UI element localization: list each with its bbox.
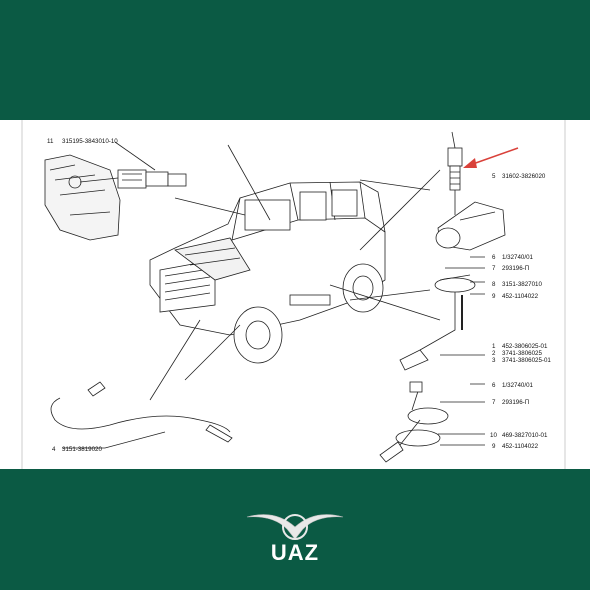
part-label-7-code: 293196-П [502,265,529,272]
part-label-11-num: 11 [47,138,54,145]
part-label-3-num: 3 [492,357,496,364]
speedometer-cable-illustration [50,381,233,443]
part-label-7b-code: 293196-П [502,399,529,406]
part-label-1-code: 452-3806025-01 [502,343,548,350]
fuel-filler-illustration [435,201,506,251]
part-label-6-num: 6 [492,254,496,261]
highlight-arrow [469,147,519,166]
vehicle-illustration [149,181,386,364]
part-label-10-num: 10 [490,432,497,439]
arrow-head [463,158,477,168]
oxygen-sensor-illustration [447,131,463,215]
part-label-4-num: 4 [52,446,56,453]
part-label-7-num: 7 [492,265,496,272]
brand-name: UAZ [270,540,320,565]
part-label-2-code: 3741-3806025 [502,350,542,357]
part-label-11-code: 315195-3843010-10 [62,138,118,145]
part-label-6b-num: 6 [492,382,496,389]
sensor-connector-illustration [117,169,187,189]
part-label-9b-code: 452-1104022 [502,443,539,450]
part-label-1-num: 1 [492,343,496,350]
parts-diagram: 11 315195-3843010-10 5 31602-3826020 6 1… [21,120,566,469]
part-label-2-num: 2 [492,350,496,357]
diagram-panel: 11 315195-3843010-10 5 31602-3826020 6 1… [0,120,590,469]
part-label-7b-num: 7 [492,399,496,406]
uaz-logo-icon [246,514,344,540]
part-label-9b-num: 9 [492,443,496,450]
leader-lines-2 [329,169,441,321]
header-band [0,0,590,120]
fuel-level-sensor-illustration [399,274,476,371]
part-label-9-code: 452-1104022 [502,293,539,300]
part-label-9-num: 9 [492,293,496,300]
part-label-8-num: 8 [492,281,496,288]
part-label-6b-code: 1/32740/01 [502,382,534,389]
part-label-5-code: 31602-3826020 [502,173,546,180]
part-label-4-code: 3151-3819020 [62,446,102,453]
part-label-8-code: 3151-3827010 [502,281,542,288]
part-label-10-code: 469-3827010-01 [502,432,548,439]
leader-lines [149,144,431,401]
leader-line-4 [62,431,166,449]
part-label-6-code: 1/32740/01 [502,254,534,261]
label-leaders [438,256,485,446]
fuel-sensor-lower-illustration [379,381,449,463]
engine-block-illustration [44,154,121,241]
part-label-3-code: 3741-3806025-01 [502,357,551,364]
part-label-5-num: 5 [492,173,496,180]
leader-line [114,141,156,171]
